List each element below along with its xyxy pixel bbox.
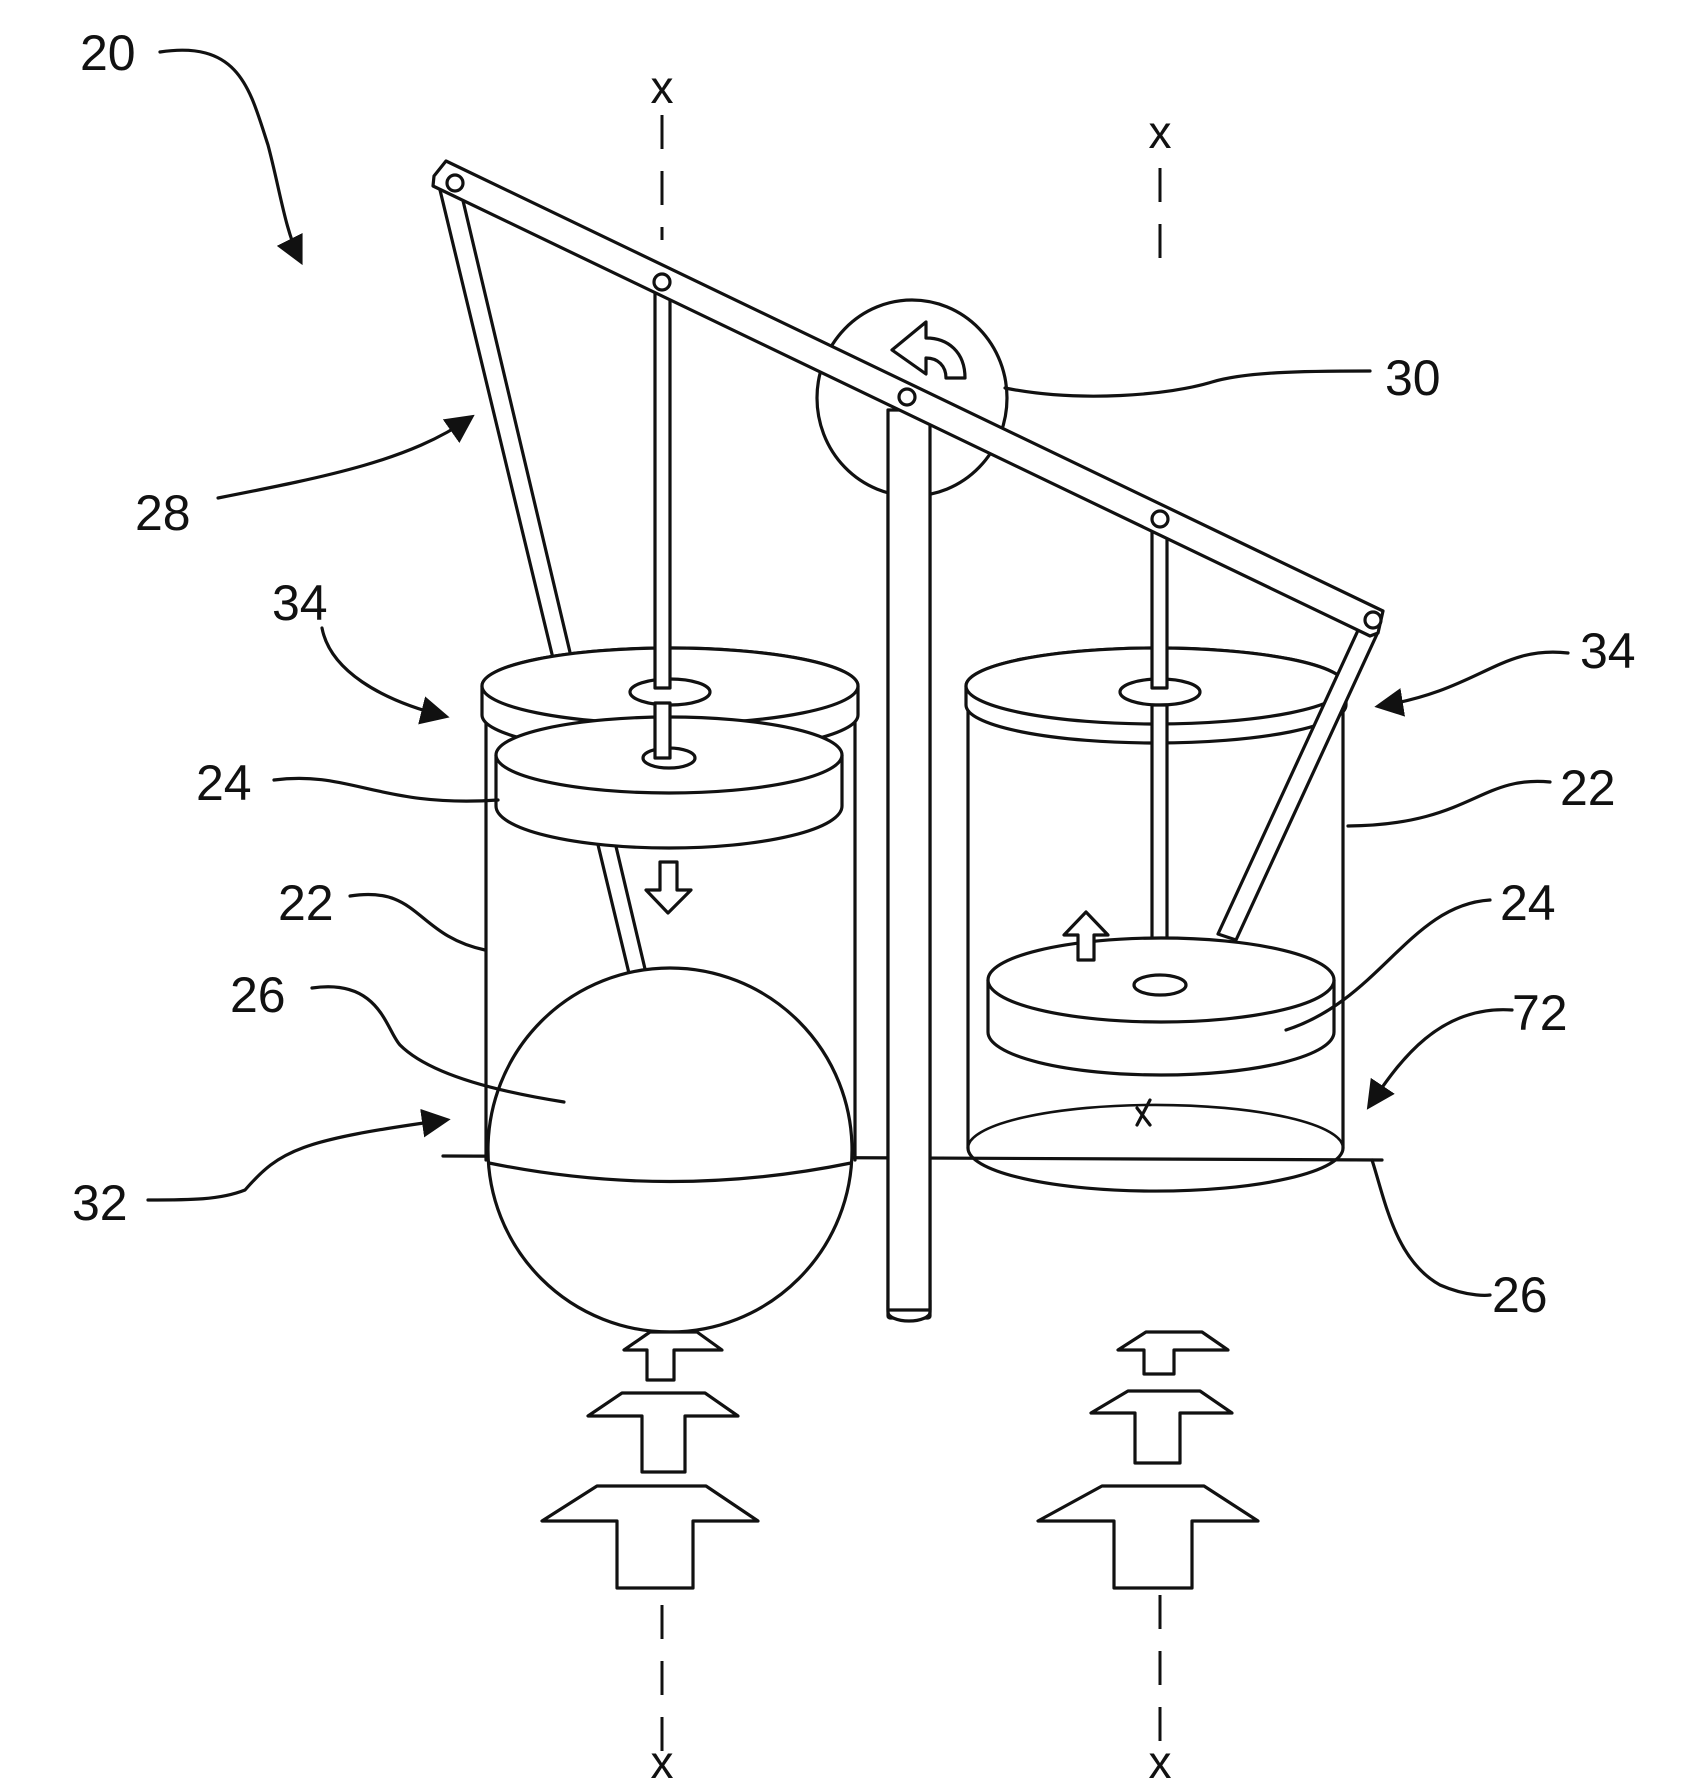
arrow-up-icon (624, 1332, 722, 1380)
label-24-right: 24 (1500, 875, 1556, 931)
label-24-left: 24 (196, 755, 252, 811)
left-float-ball (488, 968, 852, 1332)
label-34-left: 34 (272, 575, 328, 631)
arrow-up-icon (1038, 1486, 1258, 1588)
right-piston (988, 938, 1334, 1075)
axis-mark-left-top: x (651, 61, 674, 113)
axis-mark-left-bottom: x (651, 1736, 674, 1783)
right-piston-rod (1152, 528, 1167, 987)
arrow-up-icon (1118, 1332, 1228, 1374)
linkage-left-link (440, 188, 650, 994)
label-28: 28 (135, 485, 191, 541)
arrow-down-icon (646, 862, 691, 913)
label-32: 32 (72, 1175, 128, 1231)
left-flow-arrows (542, 1332, 758, 1588)
label-20: 20 (80, 25, 136, 81)
right-flow-arrows (1038, 1332, 1258, 1588)
arrow-up-icon (542, 1486, 758, 1588)
left-piston-rod (655, 290, 670, 758)
label-26-right: 26 (1492, 1267, 1548, 1323)
arrow-up-icon (1091, 1391, 1232, 1463)
label-22-left: 22 (278, 875, 334, 931)
label-22-right: 22 (1560, 760, 1616, 816)
label-30: 30 (1385, 350, 1441, 406)
axis-mark-right-bottom: x (1149, 1736, 1172, 1783)
arrow-up-icon (588, 1393, 738, 1472)
label-34-right: 34 (1580, 623, 1636, 679)
label-72: 72 (1512, 985, 1568, 1041)
label-26-left: 26 (230, 967, 286, 1023)
axis-mark-right-top: x (1149, 106, 1172, 158)
